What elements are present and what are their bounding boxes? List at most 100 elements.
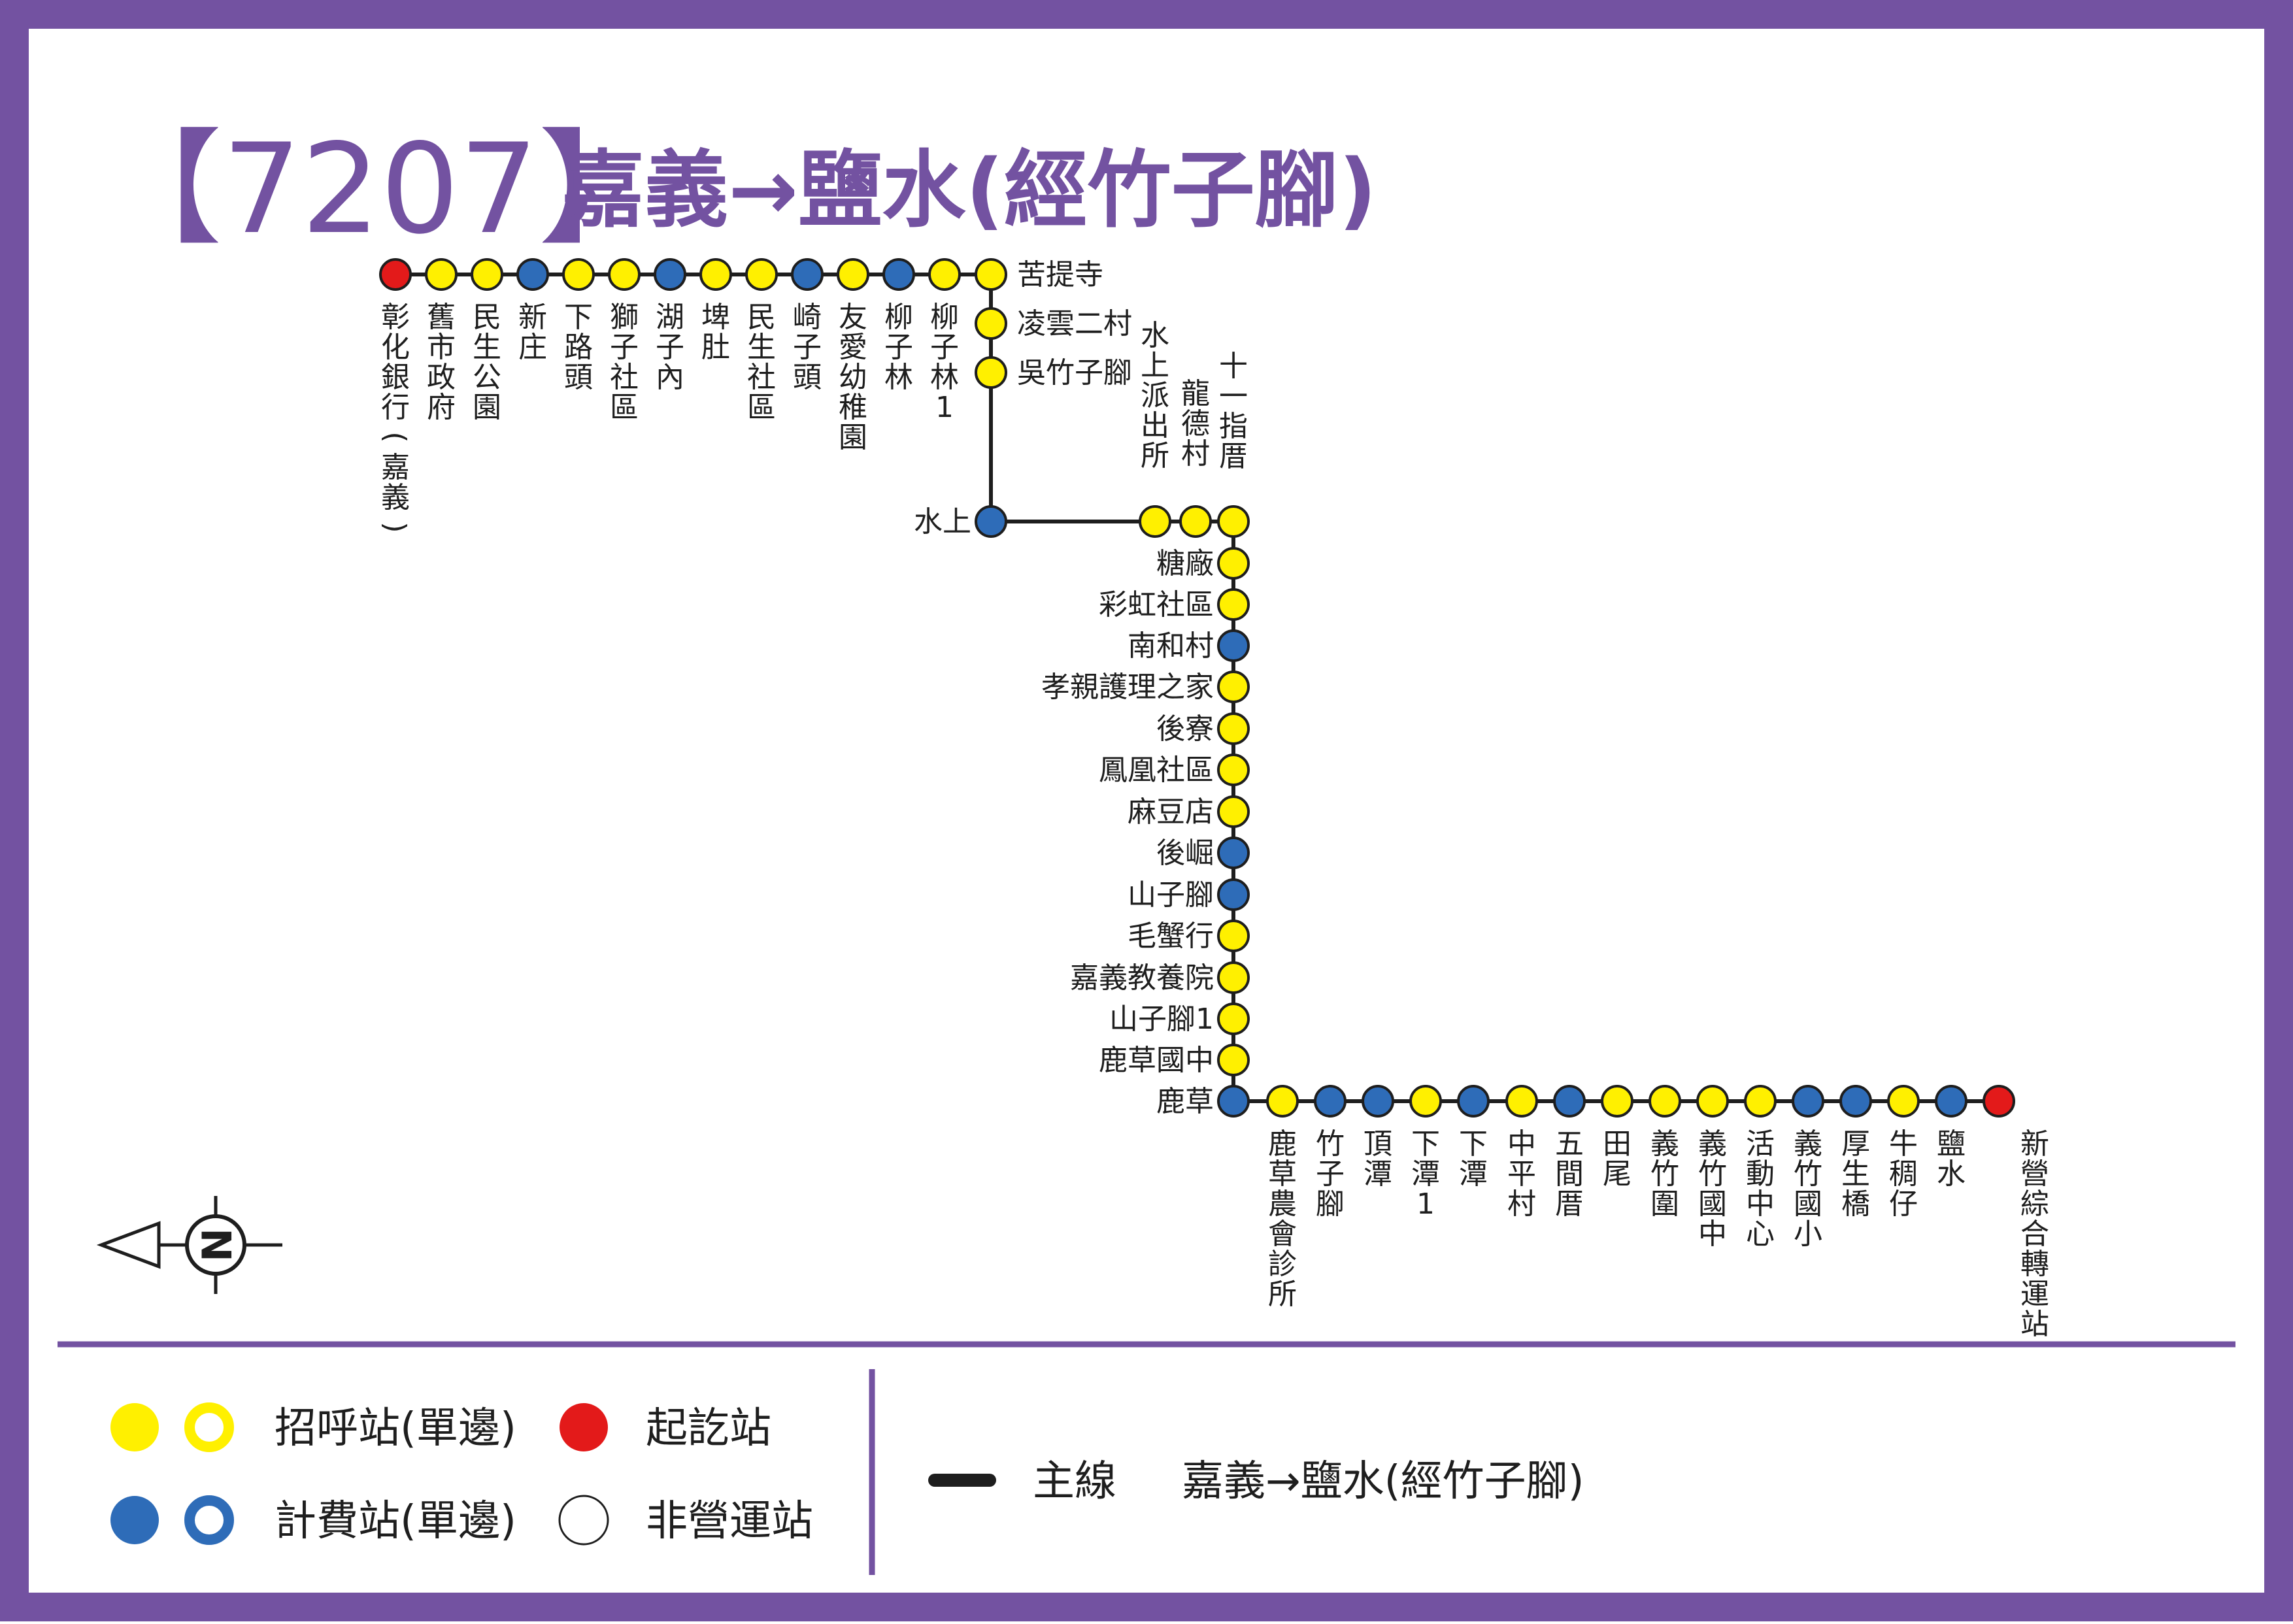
stop-label-char: 村 — [1507, 1187, 1536, 1221]
legend-fare-stop: 計費站(單邊) — [275, 1497, 516, 1546]
stop-label-char: 會 — [1268, 1218, 1297, 1251]
stop-label-char: 市 — [427, 331, 456, 364]
stop-label-char: 橋 — [1841, 1187, 1870, 1221]
stop-label: 崎子頭 — [793, 301, 822, 394]
stop-label-char: 圍 — [1650, 1187, 1679, 1221]
stop-label: 柳子林 — [884, 301, 913, 394]
stop-yellow-marker — [837, 258, 869, 291]
stop-label-char: 牛 — [1889, 1127, 1918, 1161]
stop-label-char: 區 — [747, 391, 776, 424]
stop-blue-marker — [1217, 878, 1250, 911]
stop-label-char: 湖 — [656, 301, 684, 334]
stop-label-char: 田 — [1603, 1127, 1632, 1161]
legend-main-line-route: 嘉義→鹽水(經竹子腳) — [1182, 1457, 1584, 1506]
stop-label-char: 義 — [381, 481, 410, 514]
stop-label: 麻豆店 — [1128, 795, 1214, 829]
stop-yellow-marker — [1266, 1085, 1299, 1118]
stop-yellow-marker — [1217, 1003, 1250, 1035]
stop-label-char: 水 — [1937, 1157, 1966, 1191]
stop-label-char: 愛 — [839, 331, 867, 364]
stop-label: 五間厝 — [1555, 1127, 1584, 1221]
stop-label-char: 潭 — [1411, 1157, 1440, 1191]
stop-label-char: 仔 — [1889, 1187, 1918, 1221]
stop-yellow-marker — [1217, 671, 1250, 703]
stop-label-char: 埤 — [701, 301, 730, 334]
stop-label-char: 義 — [1698, 1127, 1727, 1161]
legend-yellow-stop-icon — [110, 1403, 159, 1451]
stop-yellow-marker — [1217, 588, 1250, 621]
stop-label-char: 園 — [473, 391, 501, 424]
stop-yellow-marker — [425, 258, 458, 291]
stop-blue-marker — [1553, 1085, 1586, 1118]
stop-blue-marker — [791, 258, 824, 291]
stop-label-char: 庄 — [518, 331, 547, 364]
stop-label-char: 新 — [518, 301, 547, 334]
stop-label: 田尾 — [1603, 1127, 1632, 1191]
stop-label-char: 路 — [564, 331, 593, 364]
stop-yellow-marker — [1217, 712, 1250, 745]
stop-blue-marker — [1314, 1085, 1347, 1118]
stop-label: 後寮 — [1156, 712, 1214, 746]
stop-yellow-marker — [1217, 961, 1250, 994]
stop-yellow-marker — [1217, 505, 1250, 538]
stop-label-char: 竹 — [1650, 1157, 1679, 1191]
stop-label-char: 生 — [747, 331, 776, 364]
stop-label-char: 轉 — [2020, 1248, 2049, 1281]
stop-label-char: 草 — [1268, 1157, 1297, 1191]
stop-yellow-marker — [975, 356, 1007, 389]
stop-label-char: 中 — [1746, 1187, 1775, 1221]
stop-label-char: 潭 — [1364, 1157, 1392, 1191]
north-compass: N — [96, 1196, 282, 1294]
stop-label-char: 指 — [1219, 410, 1248, 443]
stop-label-char: ) — [378, 522, 412, 533]
stop-label-char: 1 — [1416, 1187, 1435, 1221]
stop-label: 山子腳1 — [1109, 1003, 1214, 1036]
stop-label-char: 生 — [1841, 1157, 1870, 1191]
stop-label-char: 子 — [793, 331, 822, 364]
stop-yellow-marker — [1887, 1085, 1920, 1118]
compass-letter: N — [192, 1228, 240, 1262]
legend-non-operating: 非營運站 — [646, 1497, 813, 1546]
stop-label-char: 尾 — [1603, 1157, 1632, 1191]
stop-label-char: 派 — [1141, 379, 1169, 412]
stop-blue-marker — [1217, 837, 1250, 869]
stop-blue-marker — [1839, 1085, 1872, 1118]
stop-label-char: 下 — [1411, 1127, 1440, 1161]
stop-label-char: 內 — [656, 361, 684, 394]
stop-label-char: 銀 — [381, 361, 410, 394]
stop-label-char: 友 — [839, 301, 867, 334]
stop-blue-marker — [975, 505, 1007, 538]
stop-label-char: 民 — [747, 301, 776, 334]
stop-label: 鹽水 — [1937, 1127, 1966, 1191]
stop-label-char: 化 — [381, 331, 410, 364]
stop-label: 義竹圍 — [1650, 1127, 1679, 1221]
stop-label-char: 稠 — [1889, 1157, 1918, 1191]
stop-label: 頂潭 — [1364, 1127, 1392, 1191]
stop-blue-marker — [1217, 1085, 1250, 1118]
stop-label-char: 厝 — [1555, 1187, 1584, 1221]
stop-label-char: 潭 — [1459, 1157, 1488, 1191]
stop-label-char: 社 — [610, 361, 639, 394]
stop-label: 下潭1 — [1411, 1127, 1440, 1221]
stop-label-char: 平 — [1507, 1157, 1536, 1191]
stop-label-char: 竹 — [1316, 1127, 1345, 1161]
stop-label: 鹿草 — [1156, 1085, 1214, 1118]
stop-label-char: 竹 — [1794, 1157, 1822, 1191]
stop-label-char: 義 — [1794, 1127, 1822, 1161]
legend-hail-stop: 招呼站(單邊) — [275, 1404, 516, 1453]
legend-main-line-label: 主線 — [1033, 1457, 1116, 1506]
stop-label-char: 園 — [839, 421, 867, 454]
stop-blue-marker — [1217, 629, 1250, 662]
stop-blue-marker — [1457, 1085, 1490, 1118]
stop-yellow-marker — [1409, 1085, 1442, 1118]
stop-blue-marker — [1792, 1085, 1824, 1118]
stop-label-char: 公 — [473, 361, 501, 394]
stop-label-char: 頭 — [564, 361, 593, 394]
stop-label: 鹿草國中 — [1099, 1044, 1214, 1077]
stop-label-char: 頭 — [793, 361, 822, 394]
